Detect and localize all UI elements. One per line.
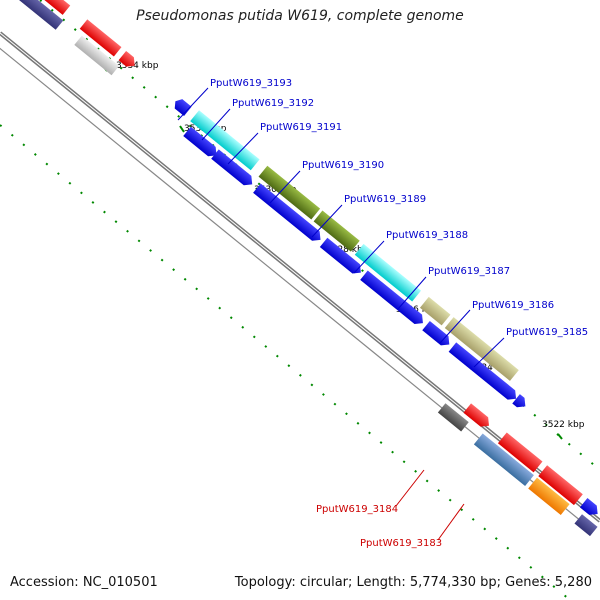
scale-tick-label: 3522 kbp [542,420,585,430]
scale-tick: 3522 kbp [542,420,585,440]
gene-label[interactable]: PputW619_3185 [506,327,588,338]
gene-feature-khaki[interactable] [419,296,451,326]
gene-features[interactable] [0,0,600,538]
gene-label[interactable]: PputW619_3192 [232,98,314,109]
gene-label[interactable]: PputW619_3190 [302,160,384,171]
gene-feature-cyan[interactable] [190,110,260,171]
scale-tick-label: 3528 kbp [326,245,369,255]
gene-feature-khaki[interactable] [444,317,519,381]
gene-feature-navy[interactable] [574,514,598,537]
scale-tick-label: 3526 kbp [396,305,439,315]
genome-summary-text: Topology: circular; Length: 5,774,330 bp… [234,575,592,590]
inner-tick-rail [0,124,572,600]
gene-label[interactable]: PputW619_3187 [428,266,510,277]
gene-feature-olive[interactable] [258,165,321,220]
gene-feature-blue[interactable] [183,126,220,160]
gene-feature-orange[interactable] [528,477,570,516]
gene-feature-olive[interactable] [313,210,360,252]
label-leaders [177,87,505,541]
gene-label[interactable]: PputW619_3183 [360,538,442,549]
gene-feature-navy[interactable] [0,0,64,30]
gene-feature-red[interactable] [118,50,139,70]
gene-label[interactable]: PputW619_3188 [386,230,468,241]
gene-label[interactable]: PputW619_3186 [472,300,554,311]
gene-feature-blue[interactable] [422,320,453,349]
gene-feature-red[interactable] [497,432,543,473]
gene-feature-cyan[interactable] [354,243,422,302]
gene-feature-steel[interactable] [473,433,534,487]
gene-label[interactable]: PputW619_3191 [260,122,342,133]
gene-feature-blue[interactable] [211,149,256,189]
gene-feature-red[interactable] [79,19,122,57]
gene-feature-gray[interactable] [74,35,120,76]
accession-text: Accession: NC_010501 [10,575,158,590]
gene-feature-blue[interactable] [253,183,324,244]
scale-tick-label: 3524 kbp [470,363,513,373]
outer-tick-rail [39,0,600,471]
map-title: Pseudomonas putida W619, complete genome [136,8,464,24]
gene-feature-blue[interactable] [360,270,427,328]
gene-labels: PputW619_3193 PputW619_3192 PputW619_319… [210,78,588,549]
gene-feature-red[interactable] [17,0,71,15]
gene-label[interactable]: PputW619_3184 [316,504,398,515]
gene-feature-red[interactable] [538,465,583,506]
scale-tick-label: 3534 kbp [116,61,159,71]
gene-feature-red[interactable] [463,403,492,430]
gene-label[interactable]: PputW619_3193 [210,78,292,89]
gene-feature-darkgray[interactable] [437,403,469,432]
gene-feature-blue[interactable] [512,394,529,411]
gene-feature-blue[interactable] [448,342,520,403]
gene-feature-blue[interactable] [172,97,192,117]
gene-label[interactable]: PputW619_3189 [344,194,426,205]
gene-feature-blue[interactable] [579,498,600,519]
gene-feature-blue[interactable] [319,237,365,278]
scale-ticks: 3534 kbp 3532 kbp 3530 kbp 3528 kbp 3526… [102,61,585,440]
